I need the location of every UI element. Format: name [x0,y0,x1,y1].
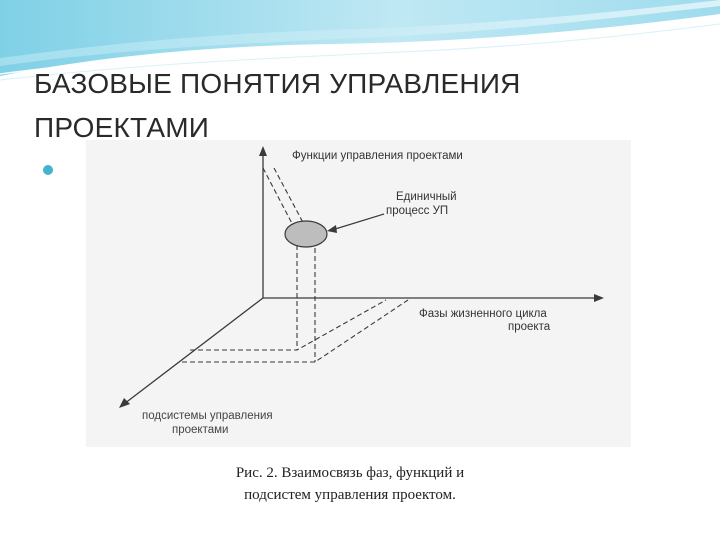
horizontal-axis-label-line2: проекта [508,321,551,333]
figure-caption-line1: Рис. 2. Взаимосвязь фаз, функций и [235,465,465,481]
slide-title-line2: ПРОЕКТАМИ [34,112,210,143]
figure-caption: Рис. 2. Взаимосвязь фаз, функций и подси… [150,462,550,506]
figure-background [86,140,631,447]
projection-line [190,299,387,351]
diagonal-axis [123,297,264,405]
projection-line [182,299,409,363]
unit-process-ellipse [284,220,328,248]
phase-function-subsystem-diagram: Функции управления проектами Единичный п… [119,146,604,436]
horizontal-axis-label-line1: Фазы жизненного цикла [419,308,547,320]
vertical-axis-label: Функции управления проектами [292,150,463,162]
pointer-arrowhead [327,225,337,233]
diagonal-axis-label-line1: подсистемы управления [142,410,273,422]
unit-process-label-line2: процесс УП [386,205,448,217]
bullet-dot [43,165,53,175]
slide-title-line1: БАЗОВЫЕ ПОНЯТИЯ УПРАВЛЕНИЯ [34,68,521,99]
unit-process-label-line1: Единичный [396,191,457,203]
vertical-axis-arrowhead [259,146,267,156]
slide-title: БАЗОВЫЕ ПОНЯТИЯ УПРАВЛЕНИЯ ПРОЕКТАМИ [34,62,594,150]
pointer-arrow [331,213,385,231]
diagonal-axis-arrowhead [119,398,130,408]
header-wave-decoration [0,0,720,81]
figure-caption-line2: подсистем управления проектом. [244,487,456,503]
diagonal-axis-label-line2: проектами [172,424,228,436]
horizontal-axis-arrowhead [594,294,604,302]
